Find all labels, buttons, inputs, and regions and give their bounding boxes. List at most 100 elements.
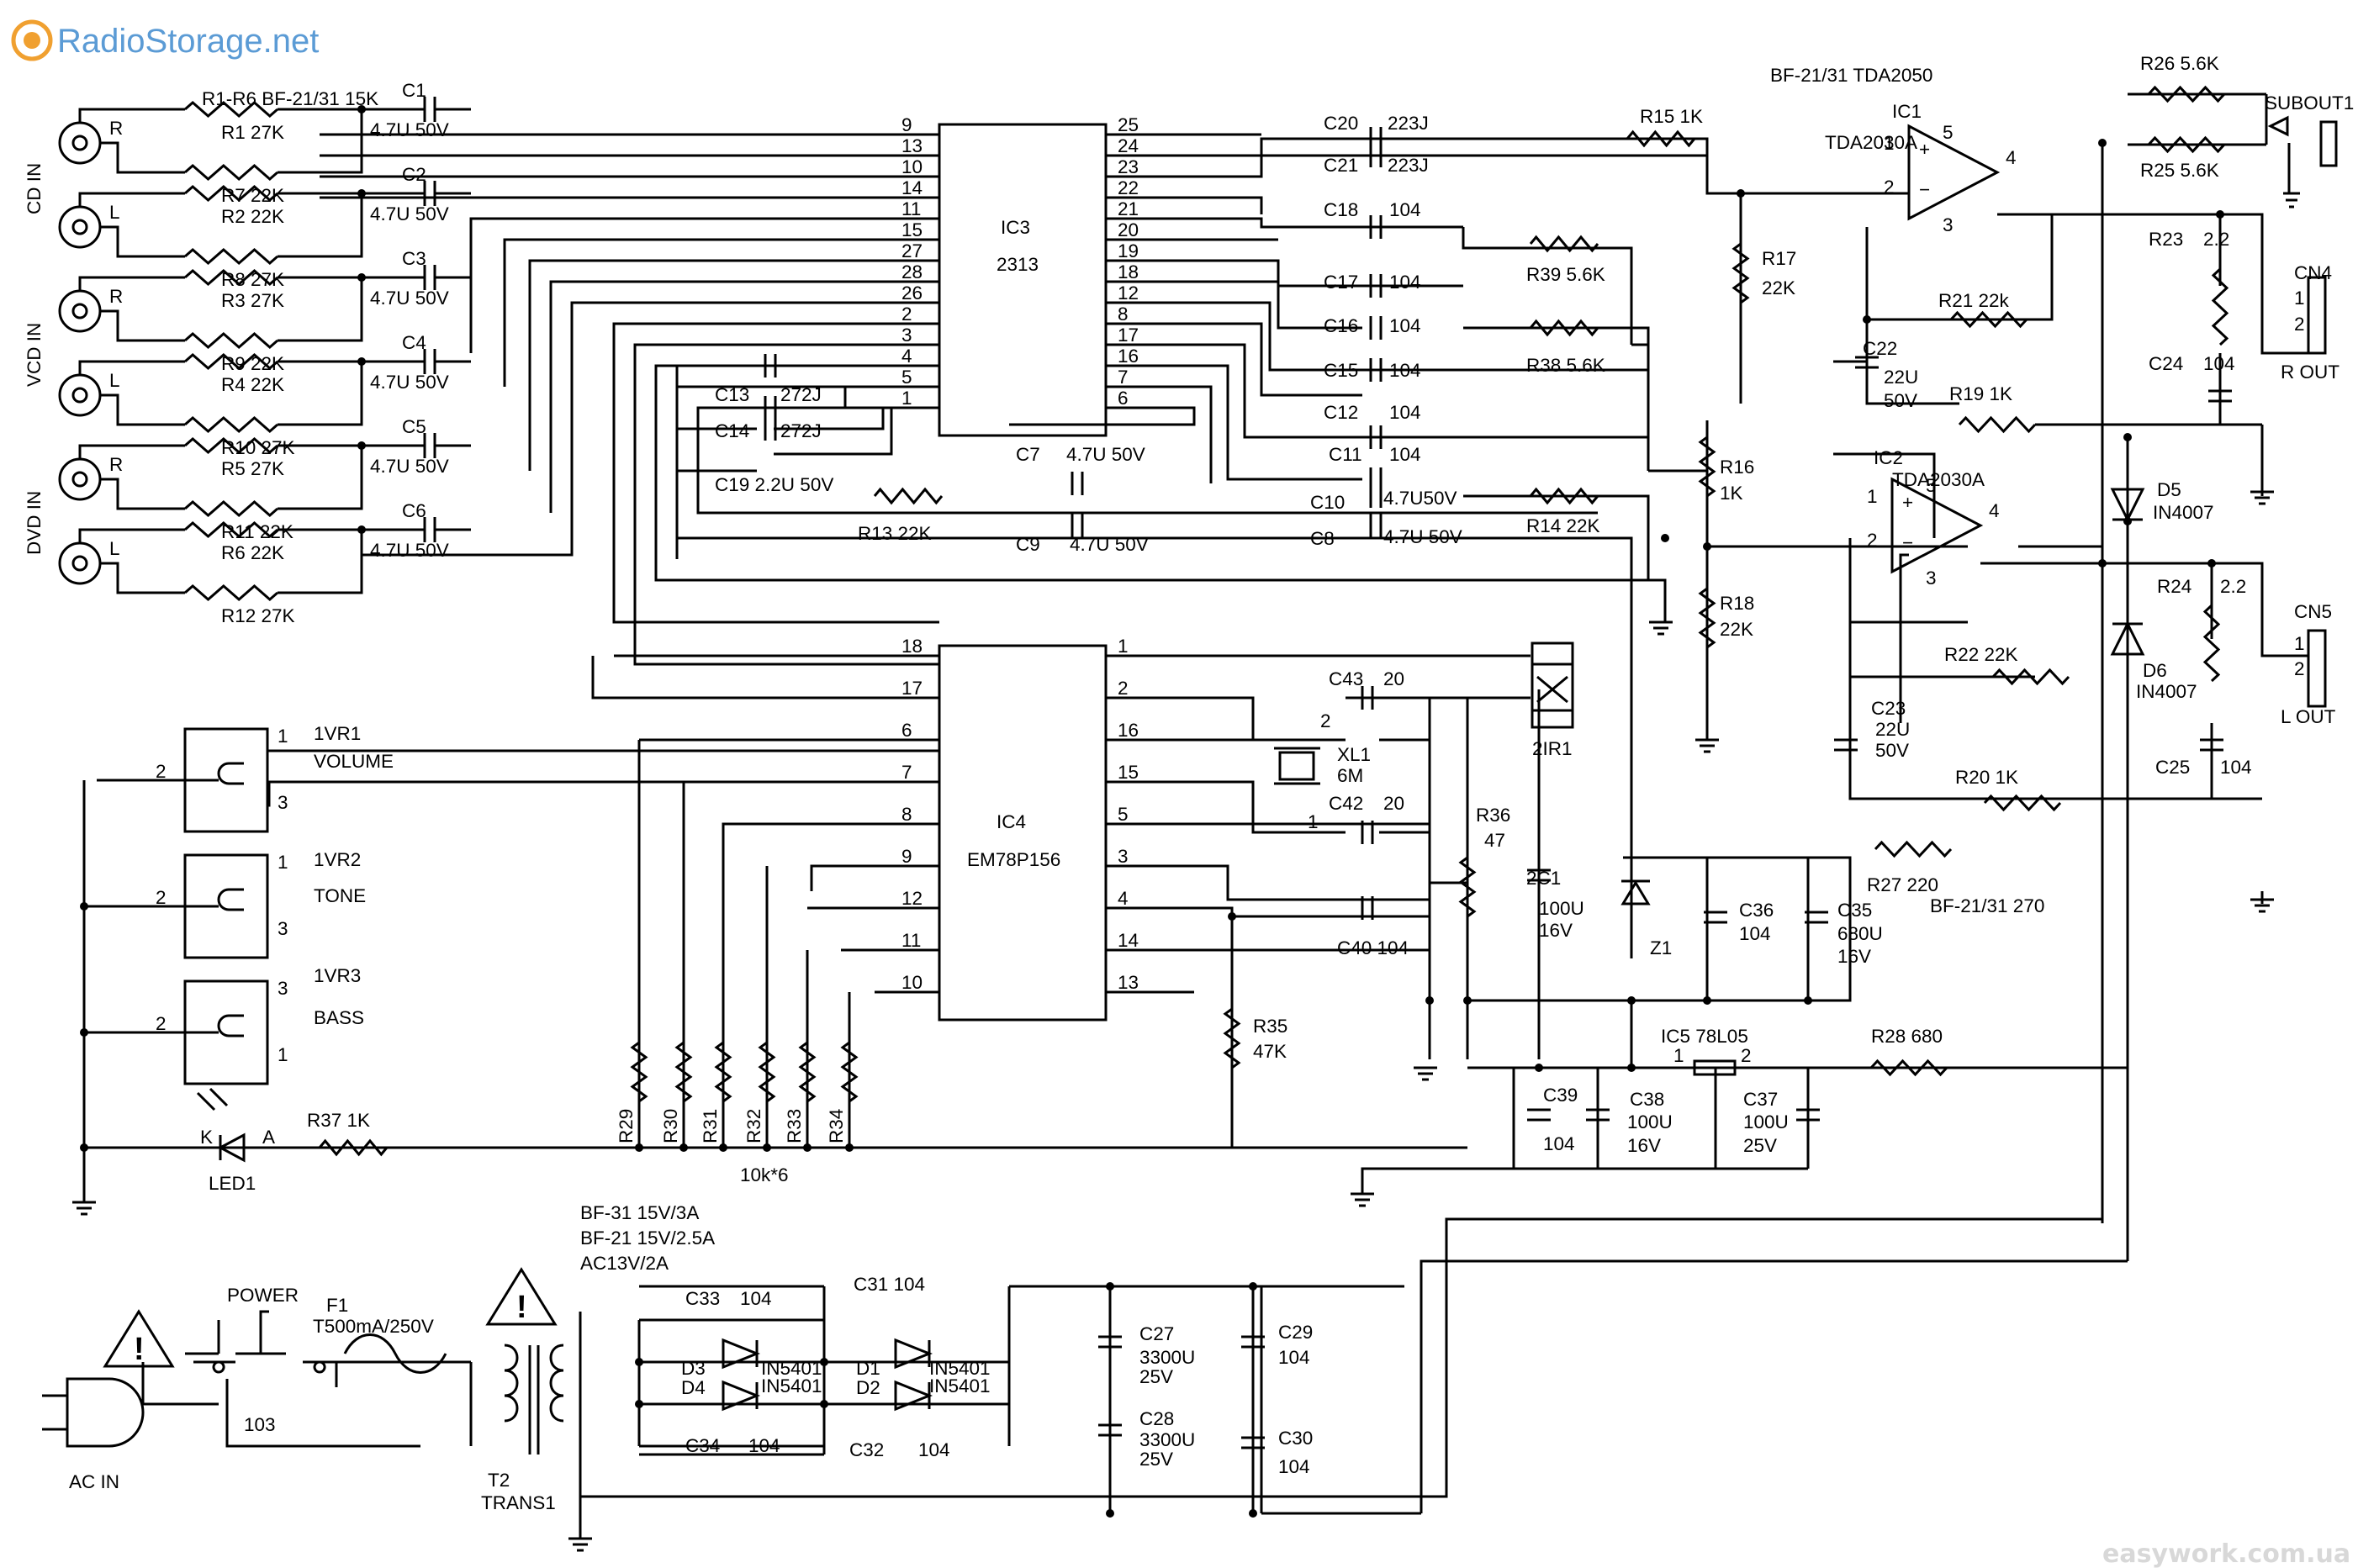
pack-resistor-label: R34	[826, 1109, 847, 1143]
ic5-regulator	[1693, 1059, 1737, 1076]
c38-voltage: 16V	[1627, 1135, 1661, 1156]
ic1-opamp-symbol	[1907, 124, 2001, 221]
ic-pin-number: 18	[901, 636, 923, 657]
watermark: easywork.com.ua	[2102, 1539, 2350, 1568]
junction-dot	[2123, 433, 2132, 441]
pot3-pin2: 2	[156, 1013, 167, 1034]
c43-value: 20	[1383, 668, 1404, 689]
channel-label: R	[109, 286, 123, 307]
r18-label: R18	[1720, 593, 1754, 614]
junction-dot	[1425, 996, 1434, 1005]
junction-dot	[1703, 542, 1711, 551]
ic-pin-number: 19	[1118, 240, 1139, 261]
ic3: IC3 2313 9131014111527282623451252423222…	[901, 114, 1139, 437]
cn5-pin: 2	[2294, 658, 2305, 679]
ic-pin-number: 20	[1118, 219, 1139, 240]
r24-value: 2.2	[2220, 576, 2246, 597]
c38-value: 100U	[1627, 1111, 1673, 1132]
c12-value: 104	[1389, 402, 1421, 423]
c20-label: C20	[1324, 113, 1358, 134]
r22-label: R22 22K	[1944, 644, 2018, 665]
r28-label: R28 680	[1871, 1026, 1943, 1047]
c40-label: C40 104	[1337, 937, 1409, 958]
channel-label: L	[109, 538, 120, 559]
cd-in-label: CD IN	[24, 163, 45, 214]
ic-pin-number: 9	[901, 114, 912, 135]
c35-label: C35	[1837, 900, 1872, 921]
c19-label: C19 2.2U 50V	[715, 474, 833, 495]
pack-resistor-label: R33	[784, 1109, 805, 1143]
c43-label: C43	[1329, 668, 1363, 689]
pot1-pin2: 2	[156, 761, 167, 782]
channel-label: R	[109, 454, 123, 475]
c14-label: C14	[715, 420, 749, 441]
ic2-name: IC2	[1874, 447, 1903, 468]
c2c1-voltage: 16V	[1539, 920, 1573, 941]
ground-icon	[1649, 620, 1673, 636]
junction-dot	[763, 1143, 771, 1152]
rca-jack	[58, 541, 102, 585]
input-cap-label: C1	[402, 80, 426, 101]
input-cap-value: 4.7U 50V	[370, 372, 449, 393]
junction-dot	[635, 1358, 643, 1366]
ic-pin-number: 17	[901, 678, 923, 699]
pot-wiper	[97, 1014, 244, 1037]
junction-dot	[1737, 189, 1745, 198]
ic1-part: TDA2030A	[1825, 132, 1917, 153]
channel-label: L	[109, 370, 120, 391]
pot1-label: VOLUME	[314, 751, 394, 772]
d3-label: D3	[681, 1358, 706, 1379]
ic-pin-number: 4	[1118, 888, 1129, 909]
pack-resistor-label: R32	[743, 1109, 764, 1143]
warning-mark: !	[134, 1332, 145, 1367]
ic-pin-number: 15	[901, 219, 923, 240]
r37-label: R37 1K	[307, 1110, 370, 1131]
ic-pin-number: 18	[1118, 261, 1139, 282]
led-a-label: A	[262, 1127, 275, 1148]
c36-label: C36	[1739, 900, 1774, 921]
ic-pin-number: 5	[901, 367, 912, 388]
rca-jack	[58, 373, 102, 417]
cn4-text: R OUT	[2281, 362, 2339, 383]
r25-label: R25 5.6K	[2140, 160, 2219, 181]
c16-value: 104	[1389, 315, 1421, 336]
ic-pin-number: 21	[1118, 198, 1139, 219]
ic-pin-number: 16	[1118, 720, 1139, 741]
ic1-name: IC1	[1892, 101, 1922, 122]
r39-label: R39 5.6K	[1526, 264, 1605, 285]
ic2-pin: 1	[1867, 486, 1878, 507]
rca-jack	[58, 121, 102, 165]
rca-jack-center	[71, 219, 88, 235]
xtal-pin: 2	[1320, 710, 1331, 731]
junction-dot	[635, 1400, 643, 1408]
c27-value: 3300U	[1139, 1347, 1195, 1368]
c33-value: 104	[740, 1288, 772, 1309]
xl1-label: XL1	[1337, 744, 1371, 765]
c32-value: 104	[918, 1439, 950, 1460]
rca-jack-center	[71, 303, 88, 319]
c8-value: 4.7U 50V	[1383, 526, 1462, 547]
ground-icon	[568, 1537, 592, 1552]
r17-label: R17	[1762, 248, 1796, 269]
c30-value: 104	[1278, 1456, 1310, 1477]
ic-pin-number: 28	[901, 261, 923, 282]
rca-jack-center	[71, 387, 88, 404]
ic-pin-number: 26	[901, 282, 923, 304]
c22-voltage: 50V	[1884, 390, 1917, 411]
c14-value: 272J	[780, 420, 822, 441]
ic2-pin: 5	[1926, 475, 1937, 496]
vcd-in-label: VCD IN	[24, 323, 45, 387]
c38-label: C38	[1630, 1089, 1664, 1110]
rca-jack	[58, 289, 102, 333]
c32-label: C32	[849, 1439, 884, 1460]
pot3-pin3: 3	[278, 978, 288, 999]
ic-pin-number: 25	[1118, 114, 1139, 135]
ic-pin-number: 2	[901, 304, 912, 325]
r23-label: R23	[2149, 229, 2183, 250]
brand-logo[interactable]: RadioStorage.net	[11, 19, 319, 61]
ic5-pin2: 2	[1741, 1045, 1752, 1066]
input-resistor-label: R12 27K	[221, 605, 295, 626]
r20-label: R20 1K	[1955, 767, 2018, 788]
ic1-pin: 5	[1943, 122, 1954, 143]
ic2-pin: 3	[1926, 568, 1937, 589]
